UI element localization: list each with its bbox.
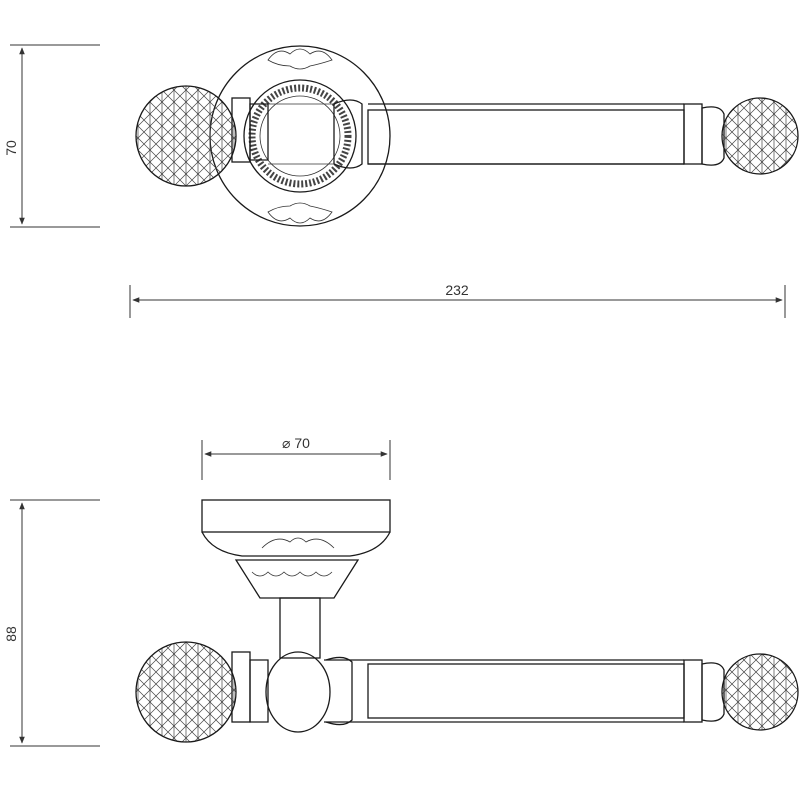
- rosette-ornament-ring: [248, 84, 352, 188]
- crystal-knob-left-side: [135, 641, 237, 743]
- right-collar-top: [683, 103, 703, 165]
- rosette-inner-ring: [243, 79, 357, 193]
- crystal-knob-right-side: [721, 653, 799, 731]
- ornament-top: [267, 48, 333, 70]
- label-top-height: 70: [3, 140, 19, 156]
- label-diameter: ⌀ 70: [282, 435, 310, 451]
- ornament-side: [261, 537, 335, 549]
- rosette-plate: [209, 45, 391, 227]
- side-view: [135, 499, 799, 743]
- dimension-side-height: 88: [3, 499, 100, 747]
- bar-top: [367, 109, 685, 165]
- wall-plate: [201, 499, 391, 533]
- label-side-height: 88: [3, 626, 19, 642]
- dimension-diameter: ⌀ 70: [201, 435, 391, 480]
- post: [279, 597, 321, 659]
- dimension-top-height: 70: [3, 44, 100, 228]
- crystal-knob-left-top: [135, 85, 237, 187]
- label-overall-length: 232: [445, 282, 469, 298]
- dimension-overall-length: 232: [129, 282, 786, 318]
- hub: [265, 651, 331, 733]
- bar-side: [367, 663, 685, 719]
- top-view: [135, 45, 799, 227]
- ornament-bottom: [267, 202, 333, 224]
- mount-cone: [234, 559, 360, 599]
- crystal-knob-right-top: [721, 97, 799, 175]
